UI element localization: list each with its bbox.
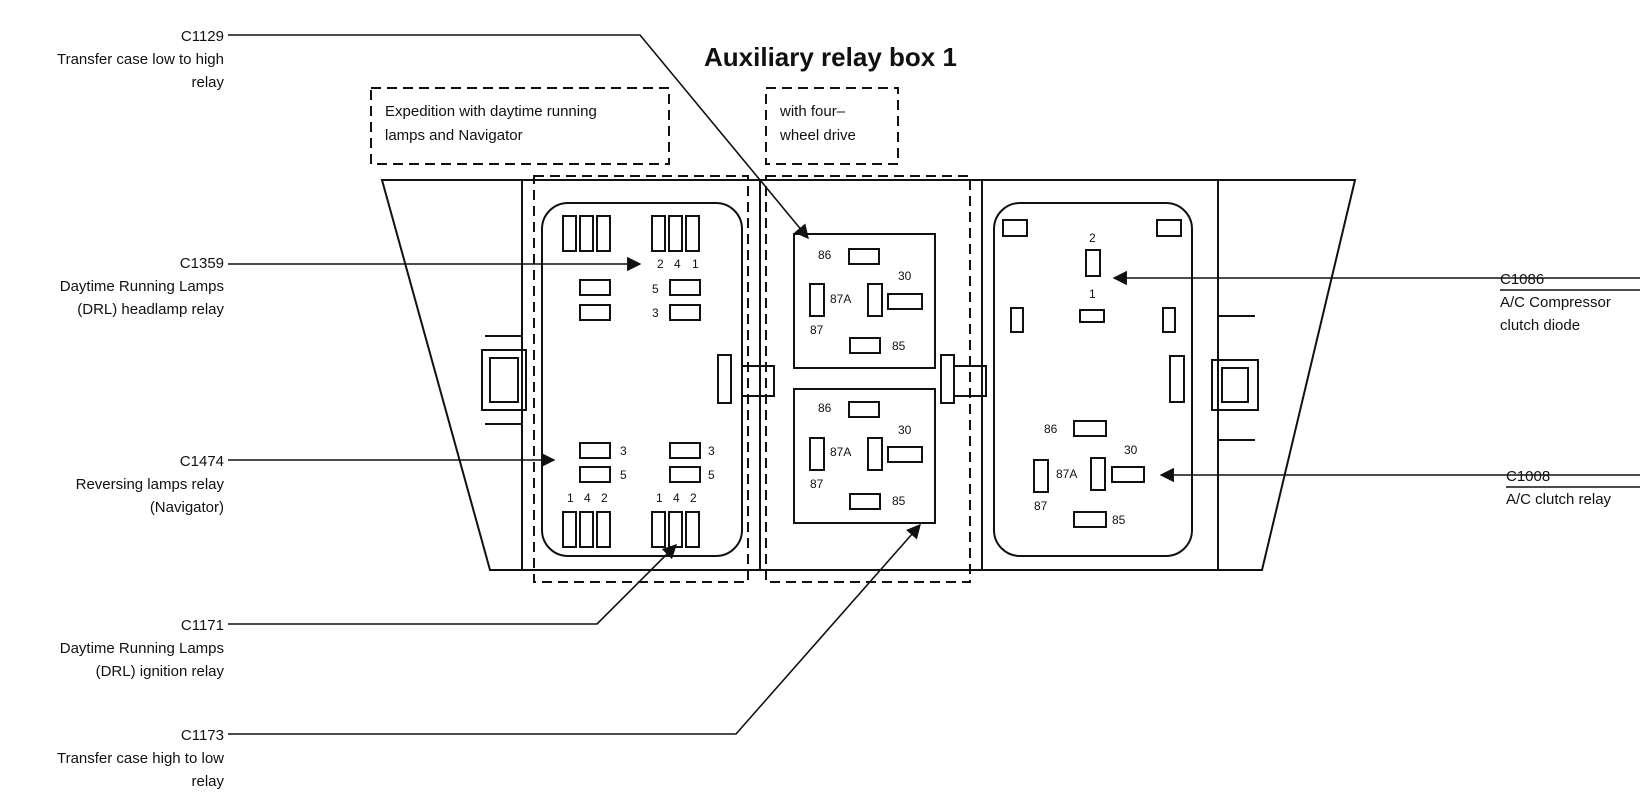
- right-relay-board: [993, 202, 1193, 557]
- pin-label: 87: [810, 477, 824, 491]
- pin-label: 85: [892, 339, 906, 353]
- callout-desc: Reversing lamps relay: [76, 476, 225, 493]
- callout-code-c1008: C1008: [1506, 468, 1550, 485]
- left-callout-labels: C1129 Transfer case low to high relay C1…: [57, 28, 225, 790]
- relay-box-housing: [380, 179, 1357, 571]
- callout-code-c1171: C1171: [181, 617, 224, 634]
- pin-label: 4: [673, 491, 680, 505]
- callout-code-c1129: C1129: [181, 28, 224, 45]
- pin-label: 5: [652, 282, 659, 296]
- pin-label: 3: [620, 444, 627, 458]
- right-board-pin-labels: 2 1 86 30 87A 87 85: [1034, 231, 1138, 527]
- pin-label: 87A: [1056, 467, 1077, 481]
- callout-code-c1173: C1173: [181, 727, 224, 744]
- callout-desc: relay: [191, 773, 224, 790]
- expedition-note-line2: lamps and Navigator: [385, 127, 523, 144]
- pin-label: 2: [601, 491, 608, 505]
- pin-label: 2: [1089, 231, 1096, 245]
- leader-lines: [228, 34, 1640, 735]
- expedition-option-panel: [533, 175, 749, 583]
- pin-label: 1: [692, 257, 699, 271]
- pin-label: 85: [892, 494, 906, 508]
- right-board-slots: [1002, 219, 1185, 528]
- pin-label: 87A: [830, 292, 851, 306]
- fourwd-option-panel: [765, 175, 971, 583]
- pin-label: 87: [810, 323, 824, 337]
- pin-label: 3: [708, 444, 715, 458]
- pin-label: 4: [584, 491, 591, 505]
- callout-desc: (Navigator): [150, 499, 224, 516]
- fourwd-note-line2: wheel drive: [779, 127, 856, 144]
- leader-c1171: [228, 543, 678, 625]
- expedition-note-line1: Expedition with daytime running: [385, 103, 597, 120]
- fourwd-note-box: [765, 87, 899, 165]
- callout-code-c1086: C1086: [1500, 271, 1544, 288]
- callout-desc: Daytime Running Lamps: [60, 640, 224, 657]
- pin-label: 87: [1034, 499, 1048, 513]
- pin-label: 5: [620, 468, 627, 482]
- pin-label: 87A: [830, 445, 851, 459]
- diagram-title: Auxiliary relay box 1: [704, 42, 957, 72]
- callout-desc: A/C clutch relay: [1506, 491, 1612, 508]
- callout-desc: (DRL) ignition relay: [96, 663, 225, 680]
- middle-right-clip: [940, 354, 987, 404]
- callout-desc: Transfer case high to low: [57, 750, 224, 767]
- callout-desc: clutch diode: [1500, 317, 1580, 334]
- callout-desc: relay: [191, 74, 224, 91]
- pin-label: 5: [708, 468, 715, 482]
- pin-label: 2: [657, 257, 664, 271]
- pin-label: 86: [1044, 422, 1058, 436]
- left-board-slots: [562, 215, 775, 548]
- right-callout-labels: C1086 A/C Compressor clutch diode C1008 …: [1500, 271, 1612, 508]
- pin-label: 86: [818, 401, 832, 415]
- pin-label: 1: [656, 491, 663, 505]
- pin-label: 30: [898, 423, 912, 437]
- callout-desc: Transfer case low to high: [57, 51, 224, 68]
- pin-label: 30: [1124, 443, 1138, 457]
- pin-label: 85: [1112, 513, 1126, 527]
- upper-middle-relay-socket: 86 30 87A 87 85: [793, 233, 936, 369]
- pin-label: 1: [1089, 287, 1096, 301]
- leader-c1173: [228, 523, 921, 735]
- fourwd-note-line1: with four–: [779, 103, 846, 120]
- pin-label: 4: [674, 257, 681, 271]
- leader-c1129: [228, 34, 809, 240]
- right-code-underlines: [1500, 289, 1640, 488]
- callout-desc: (DRL) headlamp relay: [77, 301, 224, 318]
- callout-desc: Daytime Running Lamps: [60, 278, 224, 295]
- lower-middle-relay-socket: 86 30 87A 87 85: [793, 388, 936, 524]
- pin-label: 1: [567, 491, 574, 505]
- callout-code-c1359: C1359: [180, 255, 224, 272]
- left-board-pin-labels: 2 4 1 5 3 3 3 5 5 1 4 2 1 4 2: [567, 257, 715, 505]
- callout-code-c1474: C1474: [180, 453, 224, 470]
- expedition-note-box: [370, 87, 670, 165]
- pin-label: 86: [818, 248, 832, 262]
- pin-label: 30: [898, 269, 912, 283]
- pin-label: 3: [652, 306, 659, 320]
- pin-label: 2: [690, 491, 697, 505]
- callout-desc: A/C Compressor: [1500, 294, 1611, 311]
